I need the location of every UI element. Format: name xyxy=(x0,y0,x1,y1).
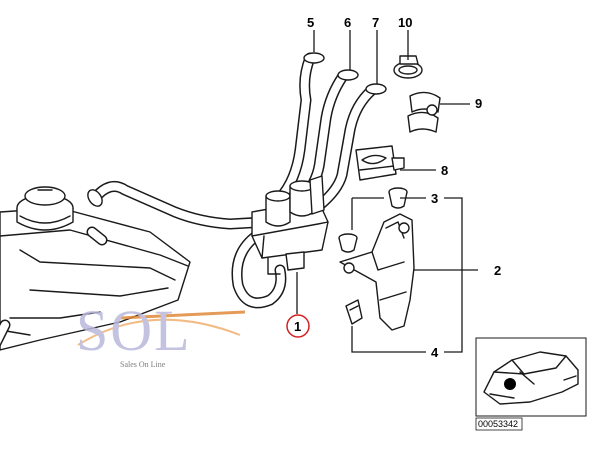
callout-2: 2 xyxy=(494,263,501,278)
callout-1-highlight xyxy=(286,314,310,338)
expansion-tank xyxy=(0,186,191,351)
grommet xyxy=(338,187,408,253)
car-inset: 00053342 xyxy=(475,337,587,431)
location-marker-icon xyxy=(504,378,516,390)
callout-6: 6 xyxy=(344,15,351,30)
callout-7: 7 xyxy=(372,15,379,30)
watermark-tagline: Sales On Line xyxy=(120,360,166,369)
callouts: 5 6 7 10 9 8 3 2 4 1 xyxy=(286,15,501,360)
bracket-clip xyxy=(355,145,405,181)
callout-1: 1 xyxy=(294,319,301,334)
water-valve xyxy=(251,175,329,275)
watermark-logo: SOL Sales On Line xyxy=(76,298,246,369)
callout-3: 3 xyxy=(431,191,438,206)
retaining-clip xyxy=(345,299,363,325)
callout-5: 5 xyxy=(307,15,314,30)
callout-9: 9 xyxy=(475,96,482,111)
hose-holder xyxy=(407,91,441,133)
hose-clamp xyxy=(393,55,423,79)
mounting-bracket xyxy=(339,213,415,331)
drawing-number: 00053342 xyxy=(478,419,518,429)
callout-8: 8 xyxy=(441,163,448,178)
callout-4: 4 xyxy=(431,345,439,360)
hose-assembly xyxy=(87,52,387,309)
leader-lines xyxy=(296,30,478,353)
callout-10: 10 xyxy=(398,15,412,30)
watermark-text: SOL xyxy=(76,298,192,363)
